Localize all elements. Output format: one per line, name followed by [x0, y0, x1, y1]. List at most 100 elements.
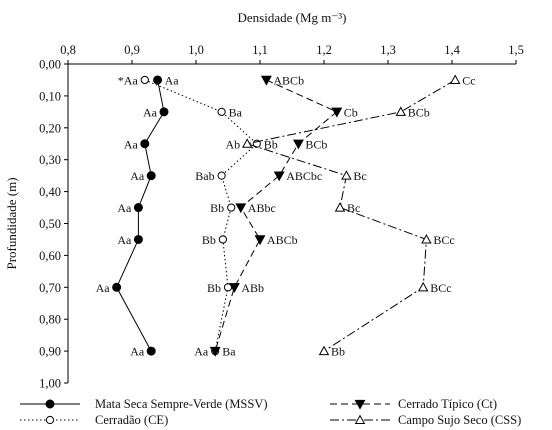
series-line — [144, 79, 258, 352]
x-tick-label: 0,9 — [124, 43, 140, 57]
point-label: Cb — [344, 105, 358, 119]
point-label: Aa — [143, 105, 158, 119]
point-label: Bb — [264, 137, 278, 151]
data-point — [421, 234, 432, 244]
point-label: Bb — [207, 281, 221, 295]
point-label: Bb — [202, 233, 216, 247]
data-point — [449, 74, 461, 84]
data-point — [254, 235, 266, 246]
data-point — [159, 107, 169, 117]
data-point — [209, 346, 221, 357]
point-label: ABCb — [267, 233, 298, 247]
x-tick-label: 1,2 — [316, 43, 332, 57]
legend: Mata Seca Sempre-Verde (MSSV) Cerrado Típ… — [20, 397, 521, 427]
data-point — [354, 414, 366, 425]
legend-label: Mata Seca Sempre-Verde (MSSV) — [95, 397, 268, 411]
y-tick-label: 0,60 — [39, 249, 61, 263]
series-line — [245, 79, 456, 352]
data-point — [241, 138, 253, 148]
point-label: *Aa — [118, 73, 139, 87]
y-tick-label: 0,40 — [39, 185, 61, 199]
data-point — [417, 281, 429, 292]
data-point — [354, 399, 366, 410]
point-label: Aa — [117, 233, 132, 247]
point-label: BCc — [433, 233, 454, 247]
x-tick-label: 1,4 — [444, 43, 460, 57]
y-tick-label: 0,90 — [39, 345, 61, 359]
legend-item-0: Mata Seca Sempre-Verde (MSSV) — [20, 397, 268, 411]
data-point — [218, 235, 227, 244]
point-label: Bab — [195, 169, 214, 183]
point-label: BCb — [408, 105, 430, 119]
data-point — [260, 75, 272, 86]
y-axis-title: Profundidade (m) — [4, 177, 19, 269]
data-point — [227, 203, 236, 212]
data-point — [140, 139, 150, 149]
data-point — [112, 282, 122, 292]
data-point — [140, 75, 149, 85]
point-label: BCc — [430, 281, 451, 295]
data-point — [273, 171, 285, 182]
y-tick-label: 0,00 — [39, 58, 61, 72]
data-point — [331, 107, 343, 118]
series-line — [214, 79, 338, 352]
point-label: ABb — [241, 281, 264, 295]
y-tick-label: 0,10 — [39, 89, 61, 103]
series-layer: AaAaAaAaAaAaAaAa*AaBaBbBabBbBbBbAaABCbCb… — [96, 73, 476, 358]
legend-item-3: Campo Sujo Seco (CSS) — [330, 413, 521, 427]
point-label: Ba — [222, 345, 236, 359]
point-label: Bb — [331, 345, 345, 359]
x-tick-label: 0,8 — [60, 43, 76, 57]
legend-item-1: Cerradão (CE) — [20, 413, 168, 427]
data-point — [45, 415, 55, 425]
data-point — [217, 171, 226, 180]
series-line — [116, 79, 165, 352]
x-tick-label: 1,3 — [380, 43, 396, 57]
point-label: Aa — [165, 73, 180, 87]
axes: 0,8 0,9 1,0 1,1 1,2 1,3 1,4 1,5 0,00 0,10 0,20 0,30… — [4, 10, 524, 391]
data-point — [228, 283, 240, 293]
point-label: ABCb — [273, 73, 304, 87]
x-tick-label: 1,5 — [508, 43, 524, 57]
data-point — [334, 202, 346, 212]
x-tick-label: 1,0 — [188, 43, 204, 57]
data-point — [133, 234, 143, 244]
point-label: Cc — [462, 73, 475, 87]
point-label: Aa — [124, 137, 139, 151]
y-tick-label: 0,70 — [39, 281, 61, 295]
point-label: ABbc — [248, 201, 276, 215]
point-label: Aa — [130, 169, 145, 183]
point-label: BCb — [305, 137, 327, 151]
point-label: Aa — [96, 281, 111, 295]
point-label: Ab — [226, 137, 241, 151]
legend-label: Cerradão (CE) — [95, 413, 168, 427]
data-point — [235, 203, 247, 214]
data-point — [153, 75, 163, 85]
point-label: Bb — [210, 201, 224, 215]
data-point — [318, 345, 330, 356]
y-tick-label: 0,20 — [39, 121, 61, 135]
point-label: Ba — [229, 105, 243, 119]
point-label: Bc — [347, 201, 360, 215]
point-label: Bc — [353, 169, 366, 183]
x-axis-title: Densidade (Mg m⁻³) — [238, 10, 347, 25]
y-tick-label: 0,80 — [39, 313, 61, 327]
point-label: Aa — [194, 345, 209, 359]
legend-label: Campo Sujo Seco (CSS) — [398, 413, 521, 427]
legend-item-2: Cerrado Típico (Ct) — [330, 397, 497, 411]
point-label: Aa — [117, 201, 132, 215]
y-tick-label: 0,30 — [39, 153, 61, 167]
legend-label: Cerrado Típico (Ct) — [398, 397, 497, 411]
y-tick-label: 1,00 — [39, 377, 61, 391]
data-point — [217, 107, 226, 116]
x-tick-label: 1,1 — [252, 43, 268, 57]
data-point — [395, 106, 407, 116]
data-point — [146, 171, 156, 181]
data-point — [341, 170, 352, 180]
point-label: ABCbc — [286, 169, 322, 183]
